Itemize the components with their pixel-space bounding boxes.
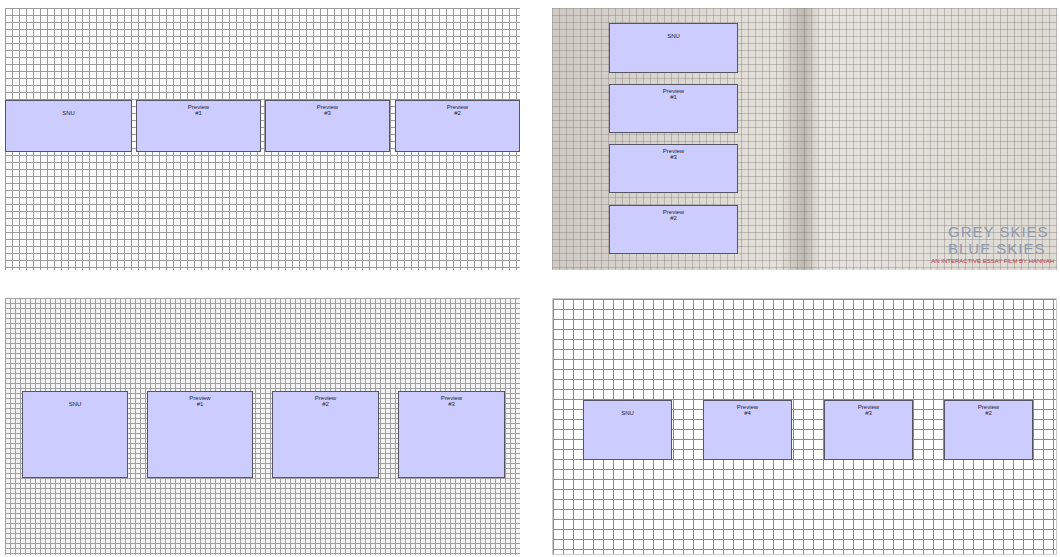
preview-box: SNU — [22, 391, 128, 478]
preview-box: Preview #1 — [147, 391, 253, 478]
box-label: Preview #2 — [663, 209, 684, 221]
preview-box: Preview #4 — [703, 400, 792, 460]
box-label: Preview #1 — [663, 88, 684, 100]
preview-box: Preview #3 — [824, 400, 913, 460]
box-label: Preview #2 — [315, 395, 336, 407]
preview-box: Preview #2 — [944, 400, 1033, 460]
box-label: SNU — [69, 401, 82, 407]
box-label: Preview #4 — [737, 404, 758, 416]
box-label: Preview #1 — [188, 104, 209, 116]
preview-box: Preview #1 — [136, 100, 261, 152]
preview-box: Preview #3 — [609, 144, 738, 193]
preview-box: Preview #3 — [265, 100, 390, 152]
preview-box: SNU — [609, 23, 738, 73]
box-label: SNU — [667, 33, 680, 39]
preview-box: Preview #3 — [398, 391, 505, 478]
preview-box: Preview #1 — [609, 84, 738, 133]
title-lettering: AN INTERACTIVE ESSAY FILM BY HANNAH — [931, 258, 1054, 265]
preview-box: Preview #2 — [272, 391, 379, 478]
preview-box: SNU — [5, 100, 132, 152]
box-label: Preview #2 — [447, 104, 468, 116]
title-lettering: BLUE SKIES — [948, 241, 1046, 257]
preview-box: SNU — [583, 400, 672, 460]
box-label: Preview #3 — [441, 395, 462, 407]
preview-box: Preview #2 — [395, 100, 520, 152]
box-label: Preview #3 — [858, 404, 879, 416]
preview-box: Preview #2 — [609, 205, 738, 254]
box-label: Preview #2 — [978, 404, 999, 416]
title-lettering: GREY SKIES — [948, 224, 1049, 240]
box-label: Preview #1 — [189, 395, 210, 407]
box-label: Preview #3 — [317, 104, 338, 116]
box-label: Preview #3 — [663, 148, 684, 160]
box-label: SNU — [621, 410, 634, 416]
box-label: SNU — [62, 110, 75, 116]
